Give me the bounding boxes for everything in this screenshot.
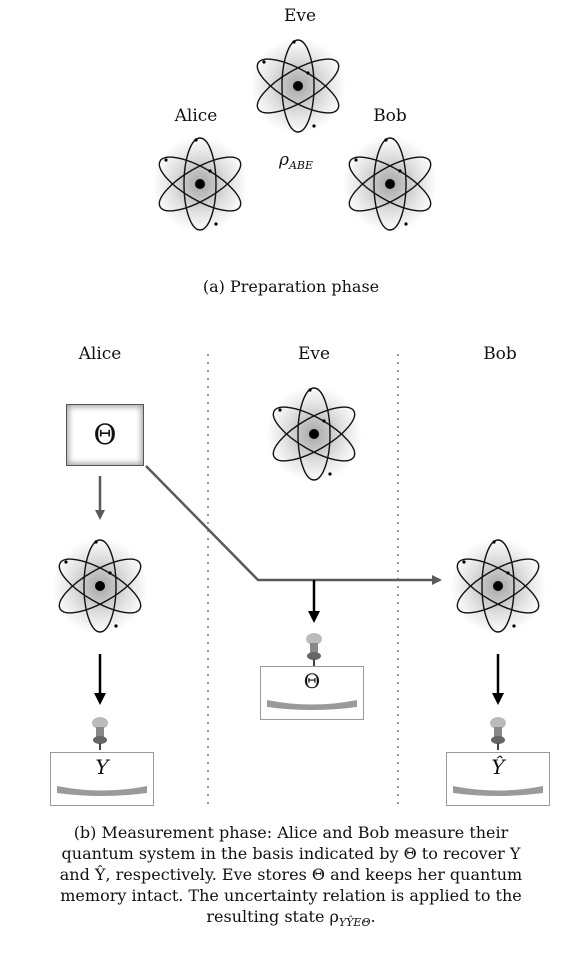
- eve-pushpin-icon: [306, 633, 322, 666]
- theta-symbol: Θ: [93, 418, 117, 451]
- meas-caption: (b) Measurement phase: Alice and Bob mea…: [0, 822, 582, 933]
- meas-caption-line-3: and Ŷ, respectively. Eve stores Θ and ke…: [59, 865, 523, 884]
- meas-caption-final-subscript: YŶEΘ: [338, 916, 371, 929]
- arrow-theta-to-bob: [145, 465, 442, 585]
- prep-state-label: ρABE: [266, 150, 326, 172]
- alice-result-meter: Y: [50, 752, 154, 806]
- prep-caption: (a) Preparation phase: [202, 277, 380, 296]
- eve-meter-symbol: Θ: [303, 669, 321, 693]
- meas-eve-label: Eve: [297, 344, 331, 364]
- bob-result-meter: Ŷ: [446, 752, 550, 806]
- prep-bob-label: Bob: [373, 106, 407, 126]
- meas-caption-line-1: (b) Measurement phase: Alice and Bob mea…: [73, 823, 509, 842]
- theta-basis-box: Θ: [66, 404, 144, 466]
- meas-caption-final-suffix: .: [370, 907, 376, 926]
- bob-pushpin-icon: [490, 717, 506, 750]
- meas-alice-atom-icon: [51, 537, 149, 635]
- bob-meter-symbol: Ŷ: [491, 755, 505, 779]
- meas-alice-label: Alice: [78, 344, 122, 364]
- meas-caption-line-5: resulting state ρYŶEΘ.: [0, 906, 582, 933]
- prep-alice-label: Alice: [174, 106, 218, 126]
- meas-bob-label: Bob: [483, 344, 517, 364]
- prep-state-symbol: ρ: [278, 150, 289, 170]
- meas-bob-atom-icon: [449, 537, 547, 635]
- meas-caption-line-5-text: resulting state ρ: [206, 907, 339, 926]
- meas-caption-line-2: quantum system in the basis indicated by…: [61, 844, 521, 863]
- eve-memory-meter: Θ: [260, 666, 364, 720]
- meas-eve-atom-icon: [265, 385, 363, 483]
- prep-eve-label: Eve: [283, 6, 317, 26]
- alice-pushpin-icon: [92, 717, 108, 750]
- alice-meter-symbol: Y: [95, 755, 109, 779]
- prep-state-subscript: ABE: [288, 159, 314, 172]
- meas-caption-line-4: memory intact. The uncertainty relation …: [60, 886, 522, 905]
